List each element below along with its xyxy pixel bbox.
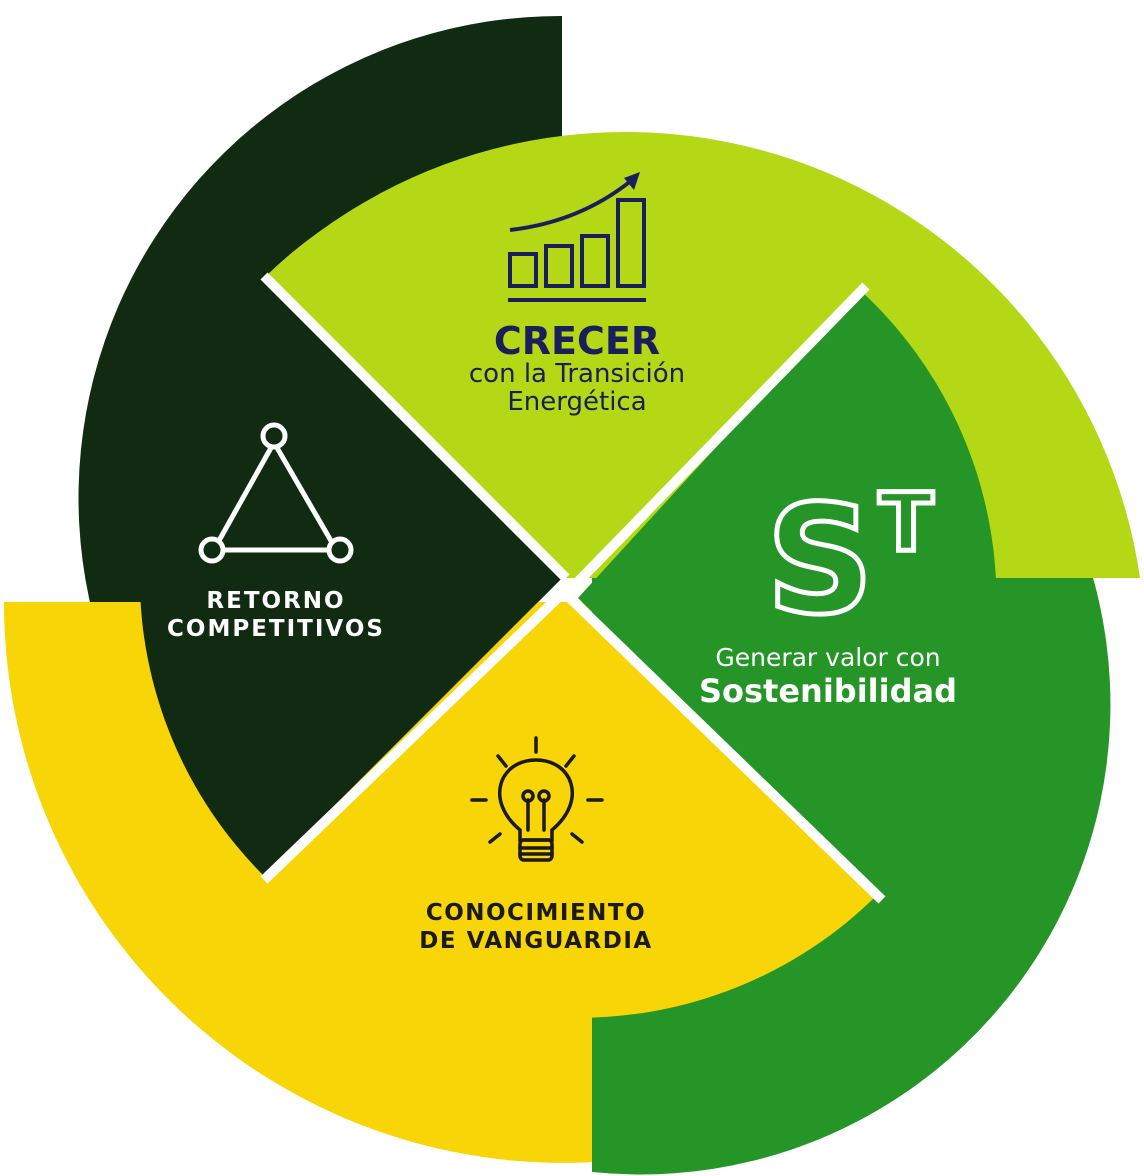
conocimiento-line1: CONOCIMIENTO [426, 900, 646, 926]
growth-chart-icon [508, 172, 646, 302]
sostenibilidad-line2: Sostenibilidad [699, 672, 957, 710]
wedge-separators [260, 272, 886, 904]
crecer-line2: Energética [507, 387, 646, 417]
triangle-network-icon [198, 422, 354, 564]
conocimiento-line2: DE VANGUARDIA [419, 928, 652, 954]
retorno-line2: COMPETITIVOS [167, 616, 385, 642]
wedge-sostenibilidad [578, 290, 997, 894]
lightbulb-icon [470, 736, 604, 862]
retorno-line1: RETORNO [206, 588, 345, 614]
crecer-line1: con la Transición [469, 359, 685, 389]
st-logo-main: S [766, 474, 874, 648]
wedge-retorno [139, 278, 563, 876]
wedge-crecer [264, 155, 860, 579]
wedge-conocimiento [264, 600, 878, 1018]
st-logo-sup: T [879, 476, 934, 569]
sostenibilidad-line1: Generar valor con [715, 643, 940, 672]
crecer-title: CRECER [494, 319, 660, 363]
